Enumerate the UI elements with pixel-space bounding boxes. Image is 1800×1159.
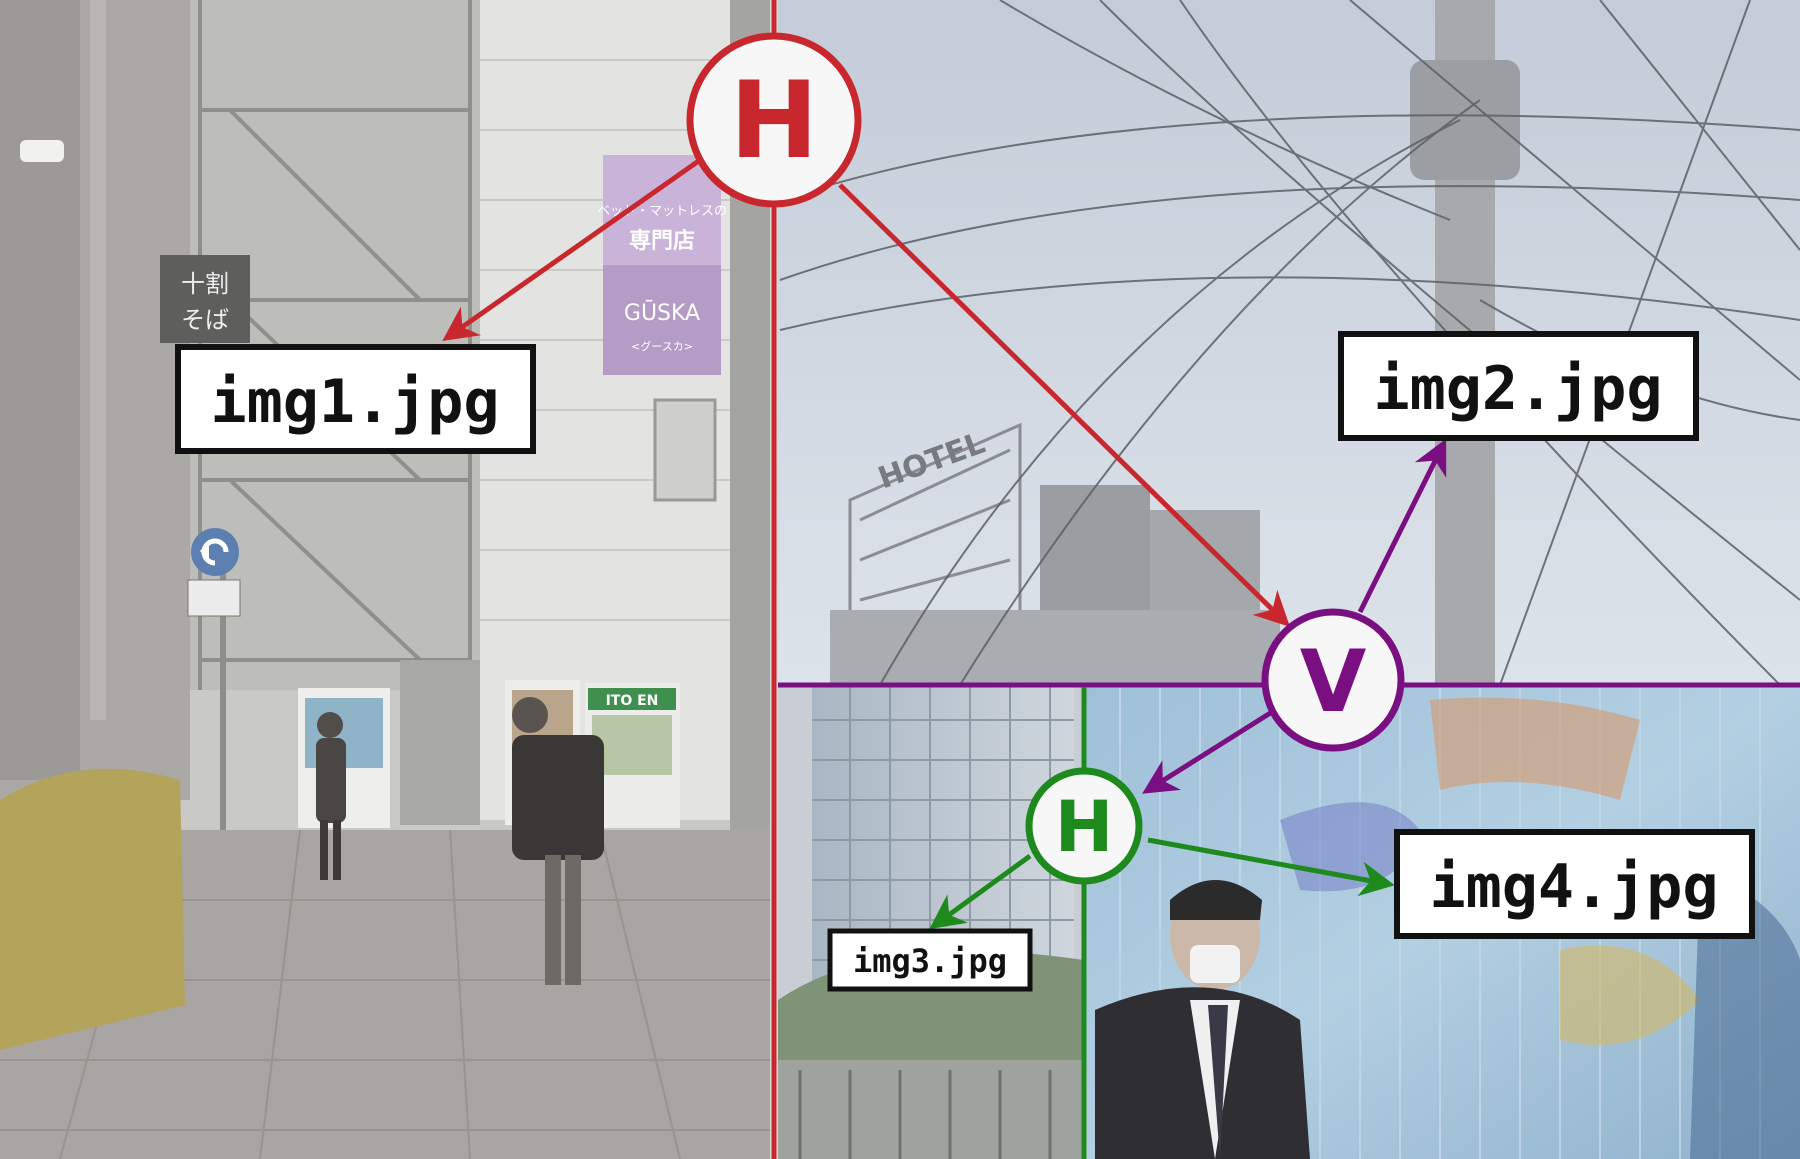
store-banner: ベッド・マットレスの 専門店 GŪSKA <グースカ> (597, 155, 727, 375)
soba-sign-line2: そば (181, 306, 229, 334)
label-img2: img2.jpg (1338, 331, 1699, 441)
node-right-letter: V (1300, 632, 1367, 732)
arrow-root-to-img1 (442, 157, 702, 342)
vending-brand: ITO EN (606, 693, 659, 709)
node-root-letter: H (730, 59, 819, 182)
soba-sign: 十割 そば (160, 255, 250, 343)
label-img1: img1.jpg (175, 344, 536, 454)
pedestrians (316, 697, 604, 985)
banner-main-text: 専門店 (629, 229, 695, 254)
label-img3: img3.jpg (827, 928, 1033, 992)
node-right-v: V (1261, 608, 1405, 752)
label-img2-text: img2.jpg (1374, 354, 1663, 424)
soba-sign-line1: 十割 (181, 270, 229, 298)
banner-sub-text: <グースカ> (631, 339, 693, 353)
tree-arrows (442, 157, 1447, 930)
label-img4: img4.jpg (1394, 829, 1755, 939)
photo-img1-alley: ベッド・マットレスの 専門店 GŪSKA <グースカ> 十割 そば (0, 0, 770, 1159)
label-img1-text: img1.jpg (211, 367, 500, 437)
photo-img3-skyscraper (778, 685, 1084, 1159)
label-img4-text: img4.jpg (1430, 852, 1719, 922)
businessman (1095, 880, 1310, 1159)
label-img3-text: img3.jpg (853, 942, 1007, 980)
banner-brand-text: GŪSKA (624, 300, 700, 326)
road-sign (187, 528, 241, 920)
node-root-h: H (686, 32, 862, 208)
arrow-h-node-to-img4 (1147, 837, 1395, 897)
node-bottom-h: H (1025, 767, 1143, 885)
arrow-v-node-to-h-node (1142, 707, 1277, 794)
node-bottom-letter: H (1055, 786, 1114, 868)
arrow-h-node-to-img3 (929, 853, 1032, 930)
arrow-root-to-v-node (838, 183, 1290, 627)
arrow-v-node-to-img2 (1357, 438, 1447, 614)
